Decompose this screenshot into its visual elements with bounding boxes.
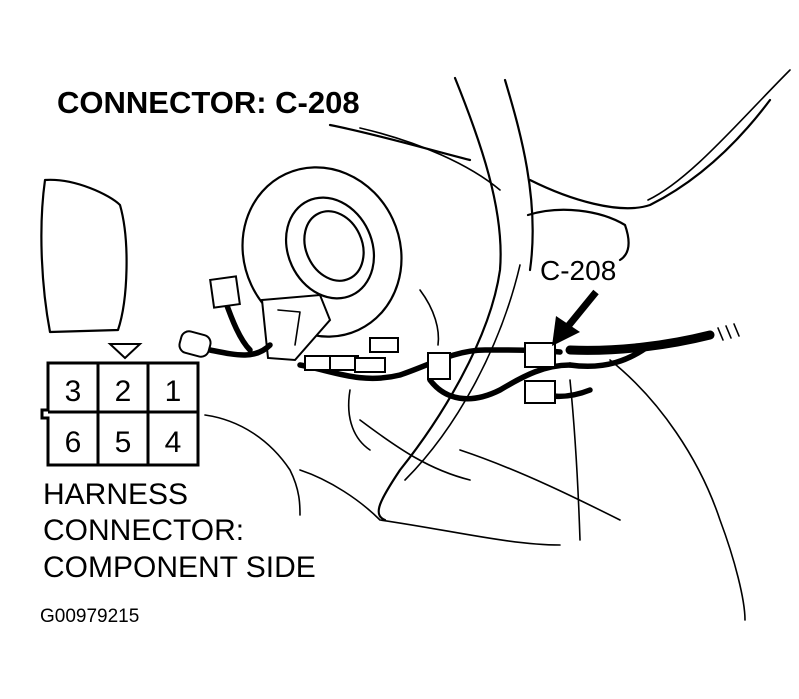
pin-2: 2 <box>115 375 132 408</box>
callout-c208: C-208 <box>540 255 616 346</box>
connector-housing <box>40 361 200 467</box>
diagram-title: CONNECTOR: C-208 <box>57 85 360 120</box>
callout-arrowhead <box>552 316 580 346</box>
caption-line-3: COMPONENT SIDE <box>43 551 316 584</box>
callout-label: C-208 <box>540 255 616 286</box>
clock-spring <box>241 166 403 362</box>
pin-1: 1 <box>165 375 182 408</box>
wiring-harness <box>178 275 740 404</box>
caption-line-2: CONNECTOR: <box>43 514 244 547</box>
pin-3: 3 <box>65 375 82 408</box>
callout-arrow-shaft <box>562 289 599 333</box>
figure-id: G00979215 <box>40 606 139 627</box>
connector-face: 3 2 1 6 5 4 <box>40 343 200 467</box>
pin-4: 4 <box>165 426 182 459</box>
pin-6: 6 <box>65 426 82 459</box>
pin-5: 5 <box>115 426 132 459</box>
caption-line-1: HARNESS <box>43 478 188 511</box>
connector-key-indicator <box>107 343 143 360</box>
